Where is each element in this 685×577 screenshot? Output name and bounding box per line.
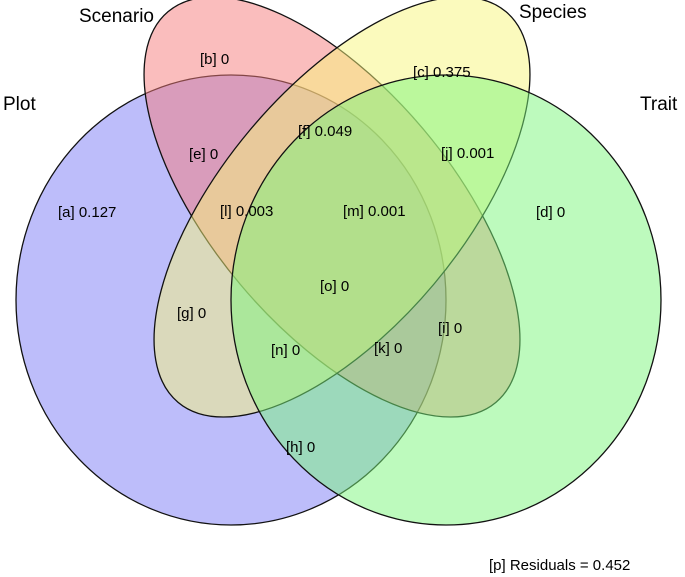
region-b: [b] 0 [200, 51, 229, 68]
set-label-trait: Trait [640, 94, 678, 115]
region-g: [g] 0 [177, 305, 206, 322]
region-c: [c] 0.375 [413, 64, 471, 81]
region-h: [h] 0 [286, 439, 315, 456]
region-n: [n] 0 [271, 342, 300, 359]
region-f: [f] 0.049 [298, 123, 352, 140]
region-i: [i] 0 [438, 320, 462, 337]
set-label-scenario: Scenario [79, 6, 154, 27]
region-a: [a] 0.127 [58, 204, 116, 221]
region-k: [k] 0 [374, 340, 402, 357]
region-d: [d] 0 [536, 204, 565, 221]
trait-ellipse [230, 74, 662, 526]
set-label-plot: Plot [3, 94, 36, 115]
region-o: [o] 0 [320, 278, 349, 295]
region-e: [e] 0 [189, 146, 218, 163]
region-j: [j] 0.001 [441, 145, 494, 162]
set-label-species: Species [519, 2, 587, 23]
residuals-label: [p] Residuals = 0.452 [489, 557, 630, 574]
region-l: [l] 0.003 [220, 203, 273, 220]
set-ellipses [15, 0, 662, 526]
region-m: [m] 0.001 [343, 203, 406, 220]
region-labels: [a] 0.127 [b] 0 [c] 0.375 [d] 0 [e] 0 [f… [58, 51, 565, 456]
